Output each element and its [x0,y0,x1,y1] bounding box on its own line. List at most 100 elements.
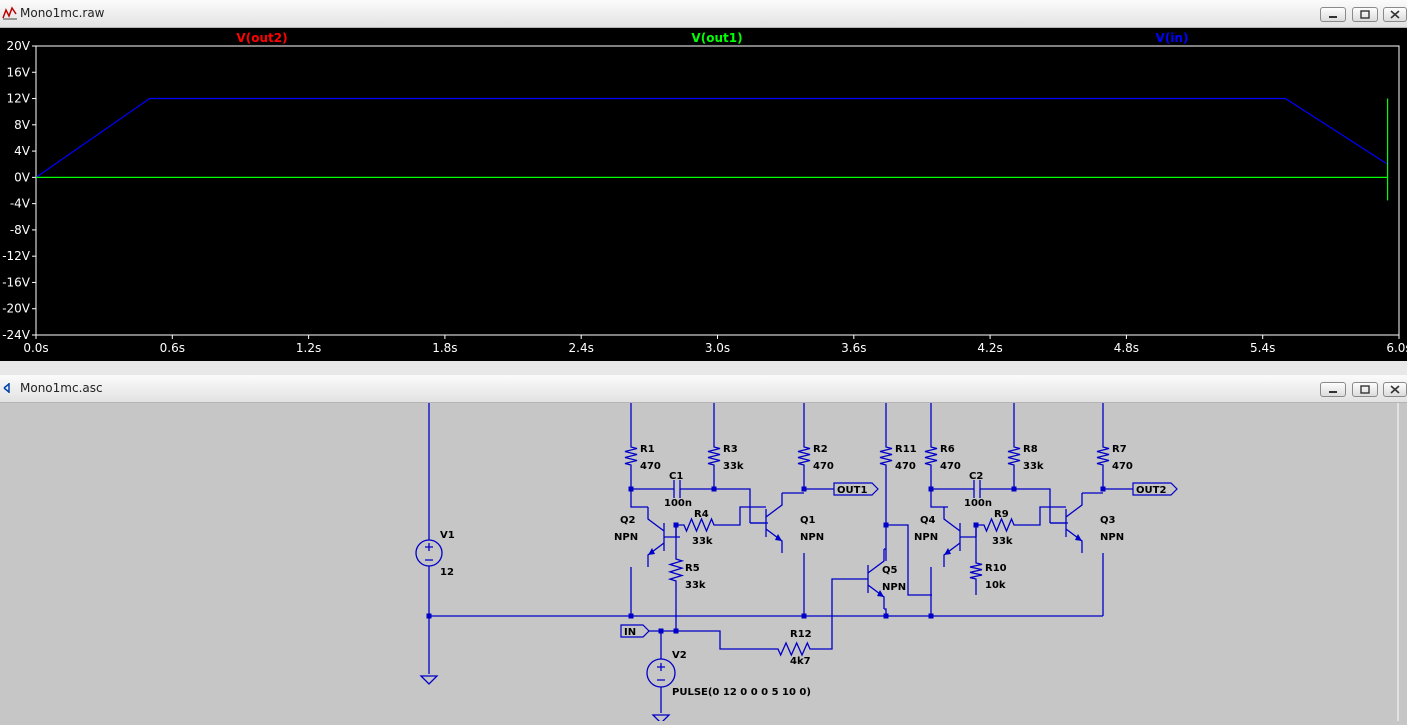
schematic-close-button[interactable] [1383,382,1407,397]
npn-transistor[interactable] [1050,493,1083,553]
npn-transistor[interactable] [852,549,885,609]
plot-window-titlebar[interactable]: Mono1mc.raw [0,0,1407,28]
component-value: NPN [614,532,638,543]
component-value: 33k [1023,461,1044,472]
x-tick-label: 3.6s [841,341,866,355]
component-ref: R1 [640,444,655,455]
plot-window-title: Mono1mc.raw [20,6,105,20]
resistor[interactable] [797,439,811,473]
wire [886,524,932,596]
component-value: NPN [800,532,824,543]
y-tick-label: -12V [2,249,31,263]
component-ref: Q2 [620,515,636,526]
x-tick-label: 2.4s [569,341,594,355]
component-value: 12 [440,567,454,578]
component-ref: Q1 [800,515,816,526]
component-ref: R8 [1023,444,1038,455]
component-value: NPN [882,582,906,593]
x-tick-label: 4.8s [1114,341,1139,355]
component-value: PULSE(0 12 0 0 0 5 10 0) [672,687,811,698]
trace-label[interactable]: V(out2) [236,31,287,45]
schematic-restore-button[interactable] [1352,382,1378,397]
resistor[interactable] [969,555,983,587]
x-tick-label: 1.8s [432,341,457,355]
net-label-out2[interactable]: OUT2 [1132,482,1178,496]
component-value: 100n [664,498,692,509]
schematic-wires [428,403,1133,713]
minimize-button[interactable] [1320,7,1346,22]
junction-dot [673,628,679,634]
y-tick-label: 4V [14,144,31,158]
wire [818,578,852,650]
component-ref: V2 [672,650,687,661]
net-label-text: OUT1 [837,485,867,496]
net-label-text: OUT2 [1136,485,1166,496]
component-ref: R12 [790,629,812,640]
component-ref: C2 [969,471,983,482]
wire [930,489,948,508]
schematic-window-titlebar[interactable]: Mono1mc.asc [0,375,1407,403]
y-tick-label: -20V [2,302,31,316]
schematic-minimize-button[interactable] [1320,382,1346,397]
component-ref: R10 [985,563,1007,574]
resistor[interactable] [879,439,893,473]
trace-label[interactable]: V(out1) [691,31,742,45]
x-tick-label: 0.6s [160,341,185,355]
y-tick-label: -8V [10,223,31,237]
trace-label[interactable]: V(in) [1156,31,1189,45]
net-label-in[interactable]: IN [620,624,650,638]
x-tick-label: 4.2s [977,341,1002,355]
component-value: 33k [692,536,713,547]
capacitor[interactable] [664,480,690,498]
resistor[interactable] [976,517,1022,533]
component-value: 470 [813,461,834,472]
resistor[interactable] [924,439,938,473]
resistor[interactable] [667,551,685,589]
x-tick-label: 3.0s [705,341,730,355]
x-tick-label: 0.0s [23,341,48,355]
component-value: NPN [1100,532,1124,543]
component-value: NPN [914,532,938,543]
resistor[interactable] [770,641,818,657]
y-tick-label: -4V [10,197,31,211]
waveform-chart[interactable]: V(out2)V(out1)V(in) 20V16V12V8V4V0V-4V-8… [0,28,1407,361]
component-value: 470 [1112,461,1133,472]
npn-transistor[interactable] [750,493,783,553]
junction-dot [801,613,807,619]
wire [722,506,766,526]
npn-transistor[interactable] [943,507,976,567]
resistor[interactable] [707,439,721,473]
x-tick-label: 1.2s [296,341,321,355]
minimize-icon [1329,16,1337,18]
y-tick-label: -24V [2,328,31,342]
restore-button[interactable] [1352,7,1378,22]
capacitor[interactable] [964,480,990,498]
wire [649,630,770,650]
restore-icon [1360,385,1370,394]
net-label-out1[interactable]: OUT1 [833,482,879,496]
resistor[interactable] [624,439,638,473]
wire [1014,488,1051,523]
wire [630,489,648,508]
y-tick-label: 20V [7,39,31,53]
ground-symbol [651,714,671,724]
y-tick-label: 0V [14,170,31,184]
window-separator [0,361,1407,376]
schematic-window-title: Mono1mc.asc [20,381,103,395]
component-value: 470 [940,461,961,472]
resistor[interactable] [1096,439,1110,473]
junction-dot [628,613,634,619]
junction-dot [673,522,679,528]
resistor[interactable] [1007,439,1021,473]
component-value: 4k7 [790,656,811,667]
npn-transistor[interactable] [647,507,680,567]
voltage-source[interactable] [415,539,443,567]
voltage-source[interactable] [646,658,676,688]
close-button[interactable] [1383,7,1407,22]
resistor[interactable] [676,517,722,533]
y-tick-label: -16V [2,275,31,289]
